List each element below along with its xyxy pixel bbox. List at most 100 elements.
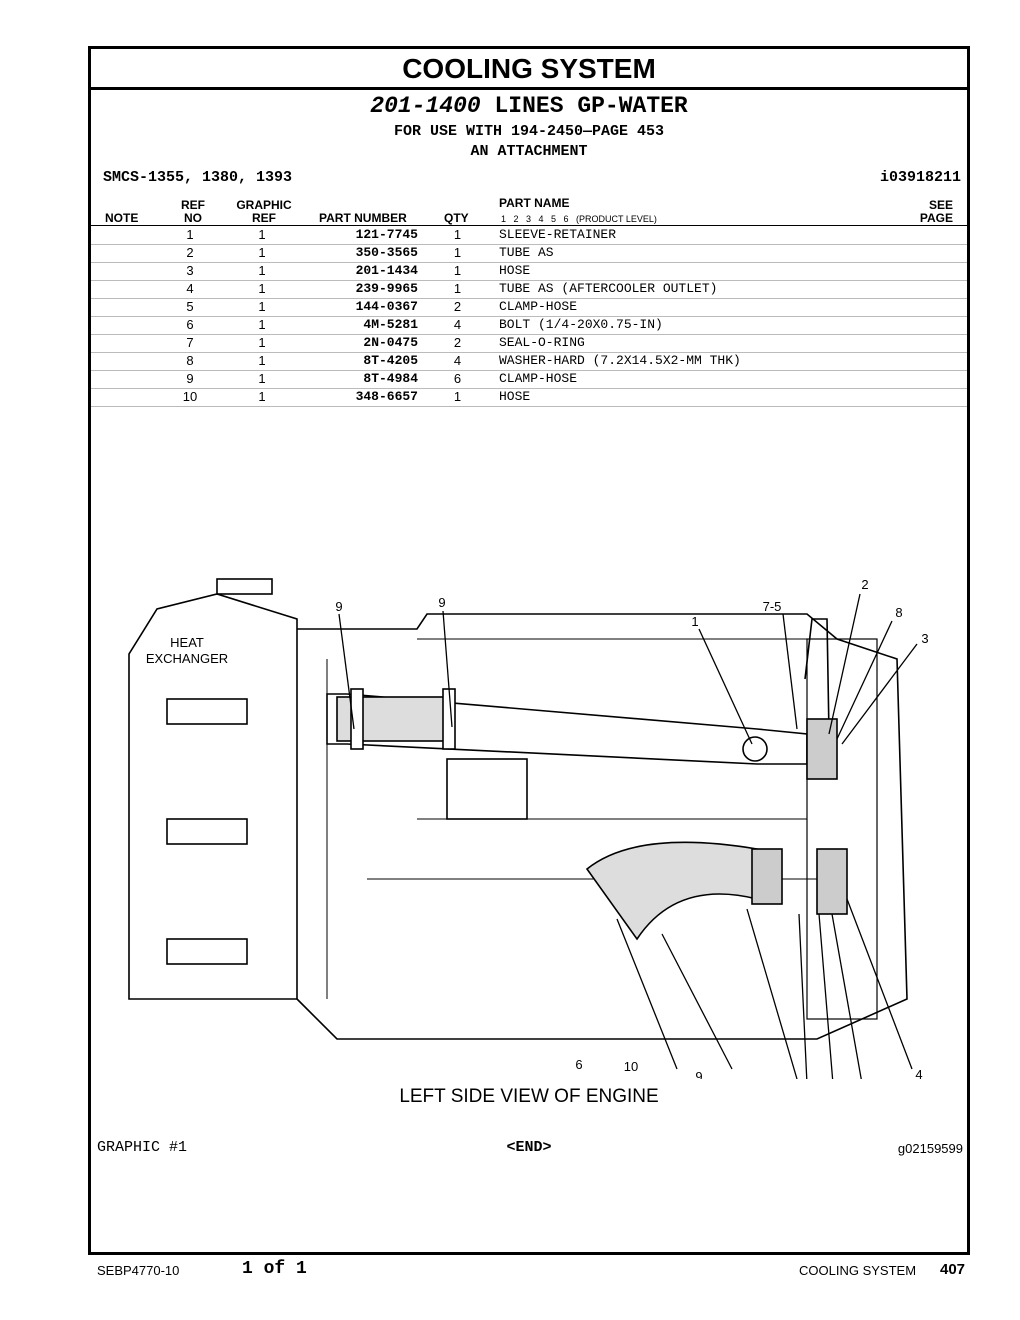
header-ref: REF <box>181 198 205 212</box>
table-row: 8 1 8T-4205 4 WASHER-HARD (7.2X14.5X2-MM THK… <box>91 352 967 371</box>
group-name: LINES GP-WATER <box>494 93 688 119</box>
attachment-line: AN ATTACHMENT <box>470 143 588 160</box>
header-product-level: 1 2 3 4 5 6 (PRODUCT LEVEL) <box>501 214 657 224</box>
footer-doc-number: SEBP4770-10 <box>97 1263 180 1278</box>
ref-no: 8 <box>186 353 194 368</box>
header-part-number: PART NUMBER <box>319 211 407 225</box>
engine-illustration: HEAT EXCHANGER <box>128 577 929 1079</box>
qty: 2 <box>453 299 462 314</box>
header-note: NOTE <box>105 211 139 225</box>
part-number: 4M-5281 <box>363 317 418 332</box>
tube-aftercooler-outlet <box>751 848 783 905</box>
part-number: 144-0367 <box>355 299 418 314</box>
document-id: i03918211 <box>879 169 961 186</box>
header-graphic: GRAPHIC <box>236 198 292 212</box>
flange-upper <box>806 718 838 780</box>
qty: 1 <box>453 281 462 296</box>
page-frame: COOLING SYSTEM 201-1400 LINES GP-WATER F… <box>88 46 970 1255</box>
part-name: HOSE <box>499 389 531 404</box>
callout: 10 <box>624 1059 638 1074</box>
part-number: 350-3565 <box>355 245 418 260</box>
flange-lower <box>816 848 848 915</box>
qty: 1 <box>453 263 462 278</box>
clamp-hose <box>442 688 456 750</box>
graphic-ref: 1 <box>258 389 266 404</box>
callout-labels: 9 9 1 7-5 2 8 3 6 10 9 7-5 2 8 4 <box>335 577 928 1079</box>
callout-leaders <box>338 593 918 1079</box>
callout: 6 <box>575 1057 582 1072</box>
callout: 9 <box>335 599 342 614</box>
ref-no: 3 <box>186 263 194 278</box>
qty: 1 <box>453 245 462 260</box>
graphic-ref: 1 <box>258 299 266 314</box>
smcs-codes: SMCS-1355, 1380, 1393 <box>103 169 293 186</box>
qty: 4 <box>453 353 462 368</box>
part-name: TUBE AS (AFTERCOOLER OUTLET) <box>499 281 718 296</box>
callout: 4 <box>915 1067 922 1079</box>
header-graphic-ref: REF <box>252 211 276 225</box>
qty: 1 <box>453 227 462 242</box>
part-number: 201-1434 <box>355 263 418 278</box>
graphic-ref: 1 <box>258 335 266 350</box>
part-name: HOSE <box>499 263 531 278</box>
for-use-line: FOR USE WITH 194-2450—PAGE 453 <box>393 123 665 140</box>
heat-exchanger-outline <box>128 593 298 1000</box>
footer-page-number: 407 <box>940 1261 966 1278</box>
part-number: 348-6657 <box>355 389 418 404</box>
footer-section: COOLING SYSTEM <box>799 1263 917 1278</box>
qty: 4 <box>453 317 462 332</box>
heat-exchanger-plate <box>166 698 248 725</box>
heat-exchanger-label: EXCHANGER <box>146 651 228 666</box>
ref-no: 2 <box>186 245 194 260</box>
engine-component <box>446 758 528 820</box>
end-marker: <END> <box>506 1139 552 1156</box>
part-name: CLAMP-HOSE <box>499 299 578 314</box>
part-name: BOLT (1/4-20X0.75-IN) <box>499 317 663 332</box>
part-name: WASHER-HARD (7.2X14.5X2-MM THK) <box>499 353 741 368</box>
table-row: 5 1 144-0367 2 CLAMP-HOSE <box>91 298 967 317</box>
part-number: 121-7745 <box>355 227 418 242</box>
footer-page-count: 1 of 1 <box>242 1259 307 1279</box>
qty: 6 <box>453 371 462 386</box>
graphic-id: g02159599 <box>897 1141 963 1156</box>
engine-detail-lines <box>326 638 817 999</box>
ref-no: 5 <box>186 299 194 314</box>
part-number: 2N-0475 <box>363 335 418 350</box>
callout: 2 <box>861 577 868 592</box>
callout: 8 <box>895 605 902 620</box>
header-no: NO <box>184 211 202 225</box>
group-number: 201-1400 <box>370 93 481 119</box>
header-page: PAGE <box>919 211 953 225</box>
part-number: 8T-4205 <box>363 353 418 368</box>
part-name: SEAL-O-RING <box>499 335 585 350</box>
callout: 7-5 <box>763 599 782 614</box>
clamp-hose <box>350 688 364 750</box>
qty: 1 <box>453 389 462 404</box>
graphic-ref: 1 <box>258 353 266 368</box>
callout: 1 <box>691 614 698 629</box>
graphic-ref: 1 <box>258 371 266 386</box>
table-row: 3 1 201-1434 1 HOSE <box>91 262 967 281</box>
graphic-ref: 1 <box>258 245 266 260</box>
graphic-ref: 1 <box>258 227 266 242</box>
part-name: SLEEVE-RETAINER <box>499 227 617 242</box>
callout: 9 <box>695 1069 702 1079</box>
callout: 9 <box>438 595 445 610</box>
table-row: 10 1 348-6657 1 HOSE <box>91 388 967 407</box>
graphic-ref: 1 <box>258 263 266 278</box>
group-title: 201-1400 LINES GP-WATER <box>91 93 967 119</box>
qty: 2 <box>453 335 462 350</box>
callout: 3 <box>921 631 928 646</box>
header-qty: QTY <box>444 211 469 225</box>
heat-exchanger-cap <box>216 578 273 595</box>
part-number: 239-9965 <box>355 281 418 296</box>
header-see: SEE <box>928 198 953 212</box>
ref-no: 10 <box>182 389 198 404</box>
part-number: 8T-4984 <box>363 371 418 386</box>
flywheel-housing <box>806 638 878 1020</box>
